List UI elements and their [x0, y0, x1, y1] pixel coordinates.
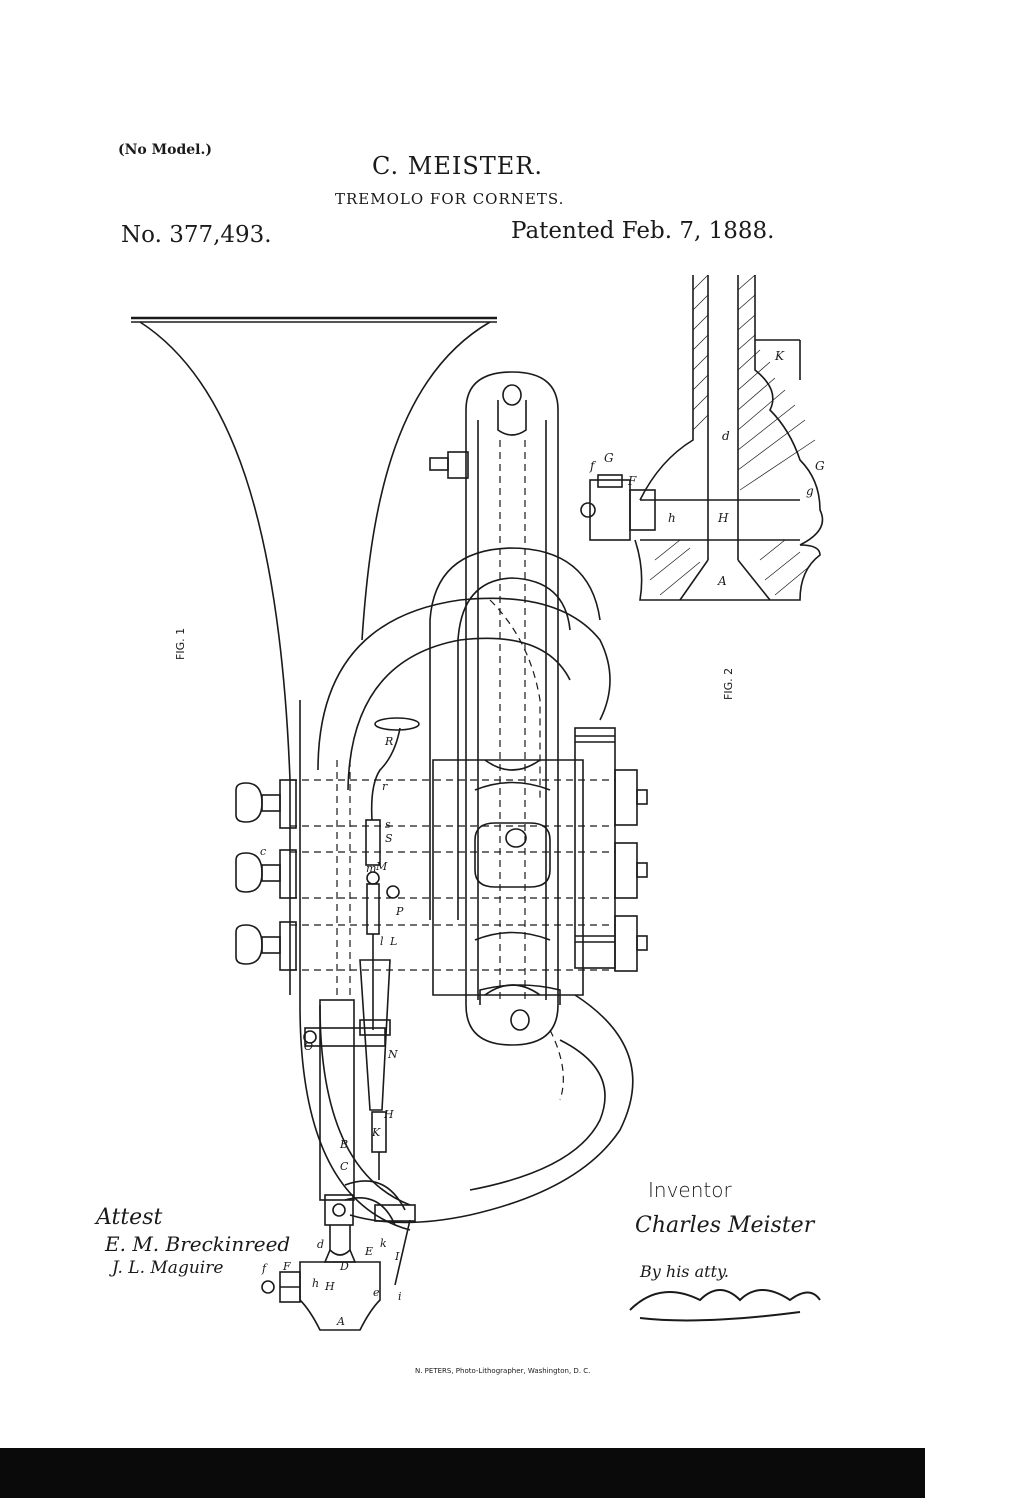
letter-d: d	[317, 1238, 324, 1251]
witness-1-signature: E. M. Breckinreed	[105, 1232, 291, 1256]
letter-E: E	[364, 1245, 373, 1258]
fig2-letter-f: f	[589, 459, 597, 473]
fig2-letter-g: g	[806, 484, 814, 498]
letter-R: R	[384, 735, 393, 748]
valve-body	[432, 759, 584, 996]
letter-O: O	[304, 1040, 313, 1053]
right-casing	[574, 727, 648, 972]
letter-f: f	[261, 1262, 268, 1275]
fig2-letter-h: h	[668, 511, 676, 525]
valve-casings	[429, 371, 561, 1046]
letter-h: h	[312, 1277, 319, 1290]
fig2-letter-H: H	[717, 511, 729, 525]
letter-D: D	[339, 1260, 349, 1273]
inventor-signature: Charles Meister	[635, 1213, 815, 1238]
letter-L: L	[389, 935, 397, 948]
letter-m: m	[366, 862, 376, 875]
by-attorney-note: By his atty.	[640, 1262, 729, 1281]
fig2-letter-G-left: G	[604, 451, 614, 465]
letter-H: H	[324, 1280, 335, 1293]
cornet-loops	[299, 547, 634, 1231]
letter-l: l	[380, 935, 384, 948]
letter-P: P	[395, 905, 404, 918]
letter-N: N	[387, 1048, 398, 1061]
letter-s: s	[385, 818, 391, 831]
scan-edge-bar	[0, 1448, 925, 1498]
letter-k: k	[380, 1237, 387, 1250]
fig2-part-letters: K d f G F h H g G A	[589, 349, 825, 588]
fig2-letter-K: K	[774, 349, 785, 363]
letter-r: r	[382, 780, 388, 793]
attorney-signature	[629, 1289, 821, 1322]
letter-F: F	[282, 1260, 291, 1273]
fig1-part-letters: R r S s M m P L l O N H K B C c D E d F …	[260, 735, 404, 1328]
fig2-letter-G-right: G	[815, 459, 825, 473]
inventor-header: C. MEISTER.	[372, 152, 544, 180]
letter-K: K	[371, 1126, 381, 1139]
letter-S: S	[385, 832, 393, 845]
fig2-letter-A: A	[717, 574, 727, 588]
tremolo-mechanism	[303, 717, 420, 1286]
fig2-letter-d: d	[722, 429, 730, 443]
patent-date: Patented Feb. 7, 1888.	[511, 218, 775, 244]
inventor-label: Inventor	[648, 1178, 732, 1202]
letter-H-upper: H	[383, 1108, 394, 1121]
letter-C: C	[340, 1160, 349, 1173]
letter-I: I	[394, 1250, 400, 1263]
fig2-section	[580, 274, 824, 601]
letter-B: B	[339, 1138, 348, 1151]
printer-credit: N. PETERS, Photo-Lithographer, Washingto…	[415, 1367, 591, 1375]
letter-M: M	[375, 860, 388, 873]
cornet-bell	[131, 316, 497, 1005]
mouthpiece-section	[261, 1194, 381, 1331]
witness-2-signature: J. L. Maguire	[112, 1258, 224, 1278]
fig2-letter-F: F	[627, 474, 637, 488]
no-model-note: (No Model.)	[118, 142, 212, 158]
patent-number: No. 377,493.	[121, 222, 272, 248]
attest-label: Attest	[96, 1205, 163, 1230]
patent-title: TREMOLO FOR CORNETS.	[335, 190, 565, 208]
letter-c: c	[260, 845, 266, 858]
letter-e: e	[373, 1286, 380, 1299]
letter-A: A	[336, 1315, 345, 1328]
piston-buttons-left	[235, 779, 297, 971]
hidden-lines	[290, 440, 615, 1101]
letter-i: i	[398, 1290, 402, 1303]
